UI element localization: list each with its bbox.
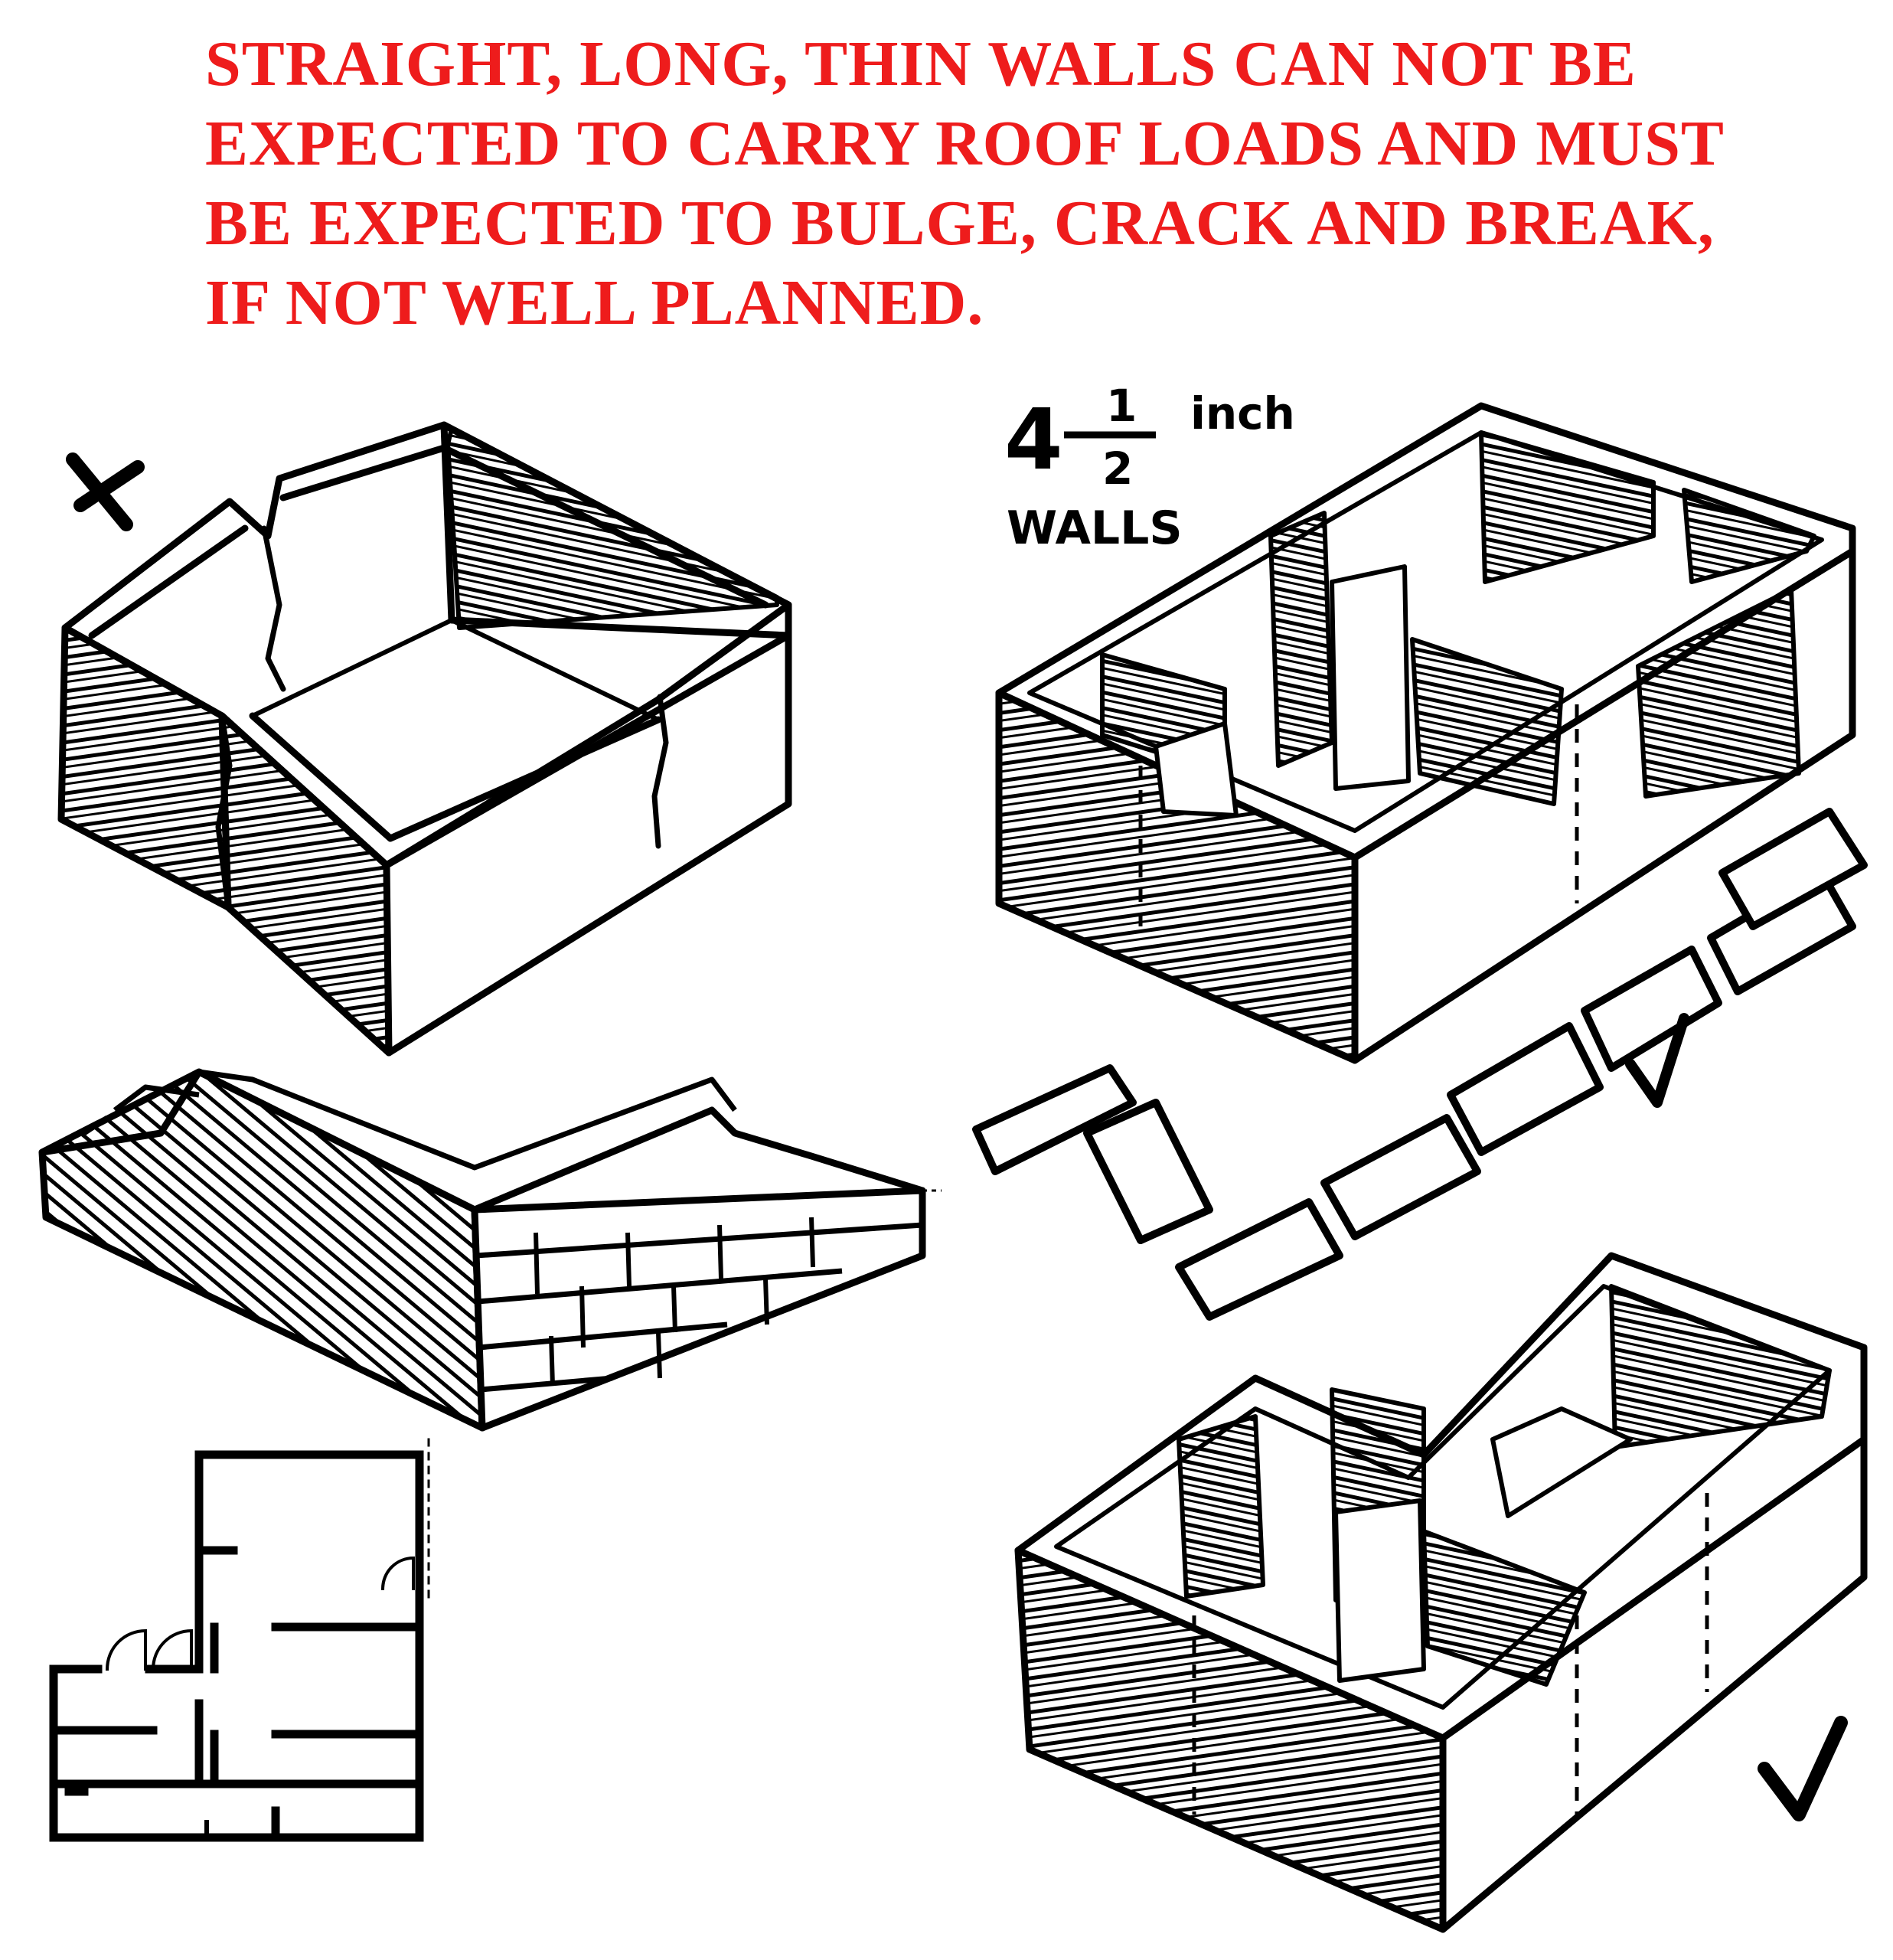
brick-corner-detail <box>38 1068 942 1432</box>
heading-line-1: STRAIGHT, LONG, THIN WALLS CAN NOT BE <box>205 28 1637 100</box>
floor-plan <box>49 1438 430 1842</box>
heading-line-2: EXPECTED TO CARRY ROOF LOADS AND MUST <box>205 108 1725 179</box>
check-mark-icon <box>1625 1013 1689 1108</box>
wall-thickness-annotation: 4 1 2 inch WALLS <box>1004 380 1295 555</box>
cross-mark-icon <box>66 452 145 531</box>
heading-line-3: BE EXPECTED TO BULGE, CRACK AND BREAK, <box>205 188 1715 259</box>
fraction-numerator: 1 <box>1106 380 1137 432</box>
walls-label: WALLS <box>1007 501 1183 555</box>
cracked-wall-box <box>57 421 792 1057</box>
heading: STRAIGHT, LONG, THIN WALLS CAN NOT BE EX… <box>205 24 1736 343</box>
buttressed-room-box-2 <box>1014 1252 1868 1933</box>
fraction-whole: 4 <box>1004 390 1063 488</box>
unit-label: inch <box>1190 387 1295 439</box>
buttressed-room-box-1 <box>995 402 1856 1064</box>
heading-line-4: IF NOT WELL PLANNED. <box>205 267 984 338</box>
fraction-denominator: 2 <box>1102 443 1133 495</box>
check-mark-icon <box>1758 1716 1848 1821</box>
brick-bond-row <box>972 808 1868 1321</box>
